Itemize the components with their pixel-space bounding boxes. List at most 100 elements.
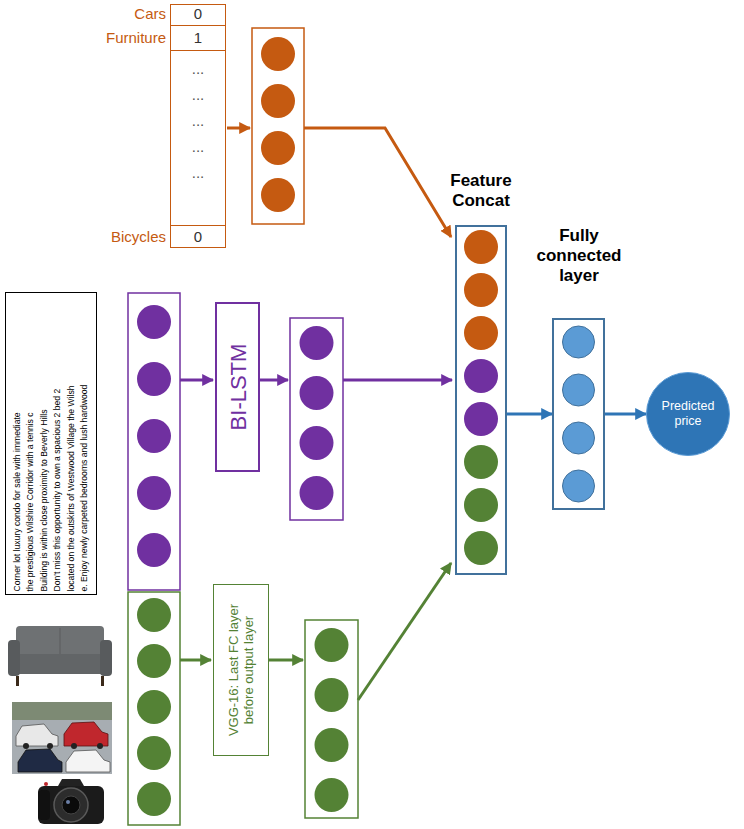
photo-trees — [12, 702, 112, 720]
neuron — [137, 362, 171, 396]
ellipsis: ... — [170, 60, 226, 78]
one-hot-value: 0 — [170, 228, 226, 246]
category-name: Bicycles — [78, 228, 166, 246]
car — [16, 724, 58, 746]
image-features — [305, 620, 358, 818]
lens-glass — [62, 796, 80, 814]
flow-arrow — [180, 659, 211, 662]
camera-grip — [38, 790, 50, 820]
sofa-leg — [101, 676, 104, 686]
image-input — [128, 592, 180, 825]
layer-column — [455, 225, 507, 575]
wheel — [97, 743, 103, 749]
neuron — [563, 470, 595, 502]
fc-neurons — [563, 326, 595, 502]
cell-divider — [171, 25, 225, 26]
neuron — [137, 736, 171, 770]
sofa-leg — [16, 676, 19, 686]
output-label: Predicted price — [657, 399, 719, 429]
sofa-seat — [14, 654, 106, 674]
rotated-text-block: VGG-16: Last FC layer before output laye… — [217, 588, 265, 752]
flow-arrow — [343, 379, 452, 382]
neuron — [137, 690, 171, 724]
car — [64, 722, 108, 746]
neuron — [563, 422, 595, 454]
column-heading: Feature Concat — [430, 171, 532, 211]
neuron — [137, 782, 171, 816]
cars-picture — [12, 702, 112, 774]
lens-glint — [66, 800, 70, 804]
ellipsis: ... — [170, 112, 226, 130]
neuron — [315, 628, 349, 662]
camera-lens — [54, 788, 88, 822]
concat-neurons — [464, 230, 498, 565]
layer-column — [552, 318, 605, 510]
flow-arrow — [507, 413, 552, 416]
neuron — [137, 476, 171, 510]
neuron — [464, 488, 498, 522]
process-box: BI-LSTM — [215, 302, 260, 472]
neuron — [300, 476, 334, 510]
text-features — [290, 318, 343, 520]
process-box: VGG-16: Last FC layer before output laye… — [213, 584, 269, 756]
vector-frame — [305, 620, 358, 818]
neuron — [261, 84, 295, 118]
cell-divider — [171, 50, 225, 51]
neuron — [563, 374, 595, 406]
listing-text-line: e. Enjoy newly carpeted bedrooms and lus… — [78, 384, 92, 591]
flow-arrow — [227, 127, 250, 130]
listing-text-picture: Corner lot luxury condo for sale with im… — [5, 292, 97, 595]
column-heading: Fully connected layer — [526, 226, 632, 286]
flow-arrow — [358, 563, 451, 700]
flow-arrow — [304, 128, 451, 237]
photo-ground — [12, 702, 112, 774]
neuron — [137, 419, 171, 453]
wheel — [71, 743, 77, 749]
listing-text-line: located on the outskirts of Westwood Vil… — [65, 385, 79, 591]
neuron — [300, 426, 334, 460]
neuron — [464, 445, 498, 479]
listing-text-line: Corner lot luxury condo for sale with im… — [11, 412, 25, 591]
neuron — [261, 37, 295, 71]
neuron — [137, 305, 171, 339]
vector-frame — [290, 318, 343, 520]
category-name: Furniture — [78, 29, 166, 47]
ellipsis: ... — [170, 138, 226, 156]
flow-arrow — [605, 413, 646, 416]
neuron — [300, 326, 334, 360]
sofa-arm — [100, 640, 112, 676]
neuron — [464, 531, 498, 565]
process-label: VGG-16: Last FC layer before output laye… — [226, 588, 256, 752]
vector-frame — [128, 293, 180, 590]
neuron — [563, 326, 595, 358]
neuron — [137, 533, 171, 567]
listing-text-line: the prestigious Wilshire Corridor with a… — [24, 412, 38, 591]
wheel — [23, 743, 29, 749]
neuron — [464, 402, 498, 436]
sofa-picture — [8, 626, 112, 686]
neuron — [261, 131, 295, 165]
output-circle: Predicted price — [646, 372, 730, 456]
flow-arrow — [269, 659, 303, 662]
listing-text-line: Building is within close proximity to Be… — [38, 409, 52, 591]
concat-layer: Feature Concat — [430, 165, 532, 577]
rotated-text-block: BI-LSTM — [219, 306, 256, 468]
neuron — [464, 359, 498, 393]
neuron — [464, 316, 498, 350]
wheel — [47, 743, 53, 749]
vector-frame — [252, 28, 304, 224]
fc-layer: Fully connected layer — [526, 222, 632, 512]
ellipsis: ... — [170, 86, 226, 104]
one-hot-value: 1 — [170, 29, 226, 47]
flow-arrow — [180, 379, 213, 382]
sofa-seam — [60, 628, 61, 656]
neuron — [464, 273, 498, 307]
layer-label: Feature Concat — [430, 171, 532, 211]
text-embedding — [128, 293, 180, 590]
neuron — [300, 376, 334, 410]
neuron — [315, 778, 349, 812]
one-hot-value: 0 — [170, 5, 226, 23]
camera-body — [38, 786, 104, 824]
neuron — [464, 230, 498, 264]
